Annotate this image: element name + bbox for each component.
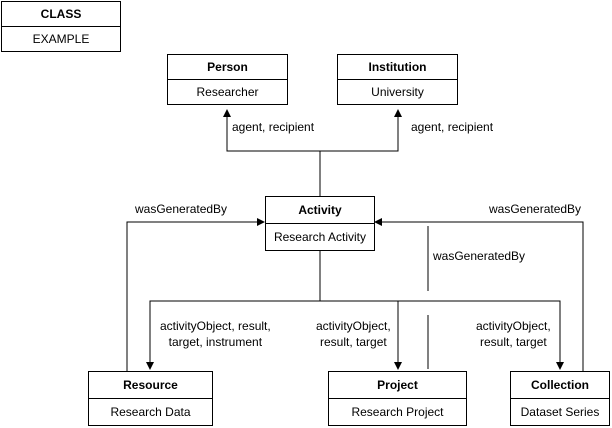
edge-to-person — [223, 109, 320, 152]
edge-label-collection-generated: wasGeneratedBy — [489, 202, 582, 216]
node-project-example: Research Project — [351, 404, 444, 419]
edge-label-collection-object-line1: activityObject, — [476, 319, 551, 333]
node-activity-class: Activity — [266, 197, 374, 224]
node-institution-class: Institution — [338, 55, 457, 80]
node-institution-example: University — [371, 84, 424, 99]
node-collection[interactable]: Collection Dataset Series — [510, 371, 610, 426]
edge-to-collection — [320, 300, 564, 370]
node-project-class: Project — [329, 372, 466, 399]
edge-to-institution — [320, 109, 402, 152]
edge-label-project-object-line2: result, target — [320, 335, 387, 349]
edge-label-resource-object-line1: activityObject, result, — [160, 319, 271, 333]
legend-example-label: EXAMPLE — [32, 31, 90, 46]
edge-label-project-object-line1: activityObject, — [316, 319, 391, 333]
node-activity-example: Research Activity — [273, 229, 367, 244]
node-resource[interactable]: Resource Research Data — [88, 371, 213, 426]
edge-label-institution: agent, recipient — [411, 120, 494, 134]
node-institution[interactable]: Institution University — [337, 54, 458, 105]
edge-label-collection-object-line2: result, target — [480, 335, 547, 349]
edge-label-person: agent, recipient — [232, 120, 315, 134]
node-activity[interactable]: Activity Research Activity — [265, 196, 375, 251]
edge-resource-generated — [126, 218, 265, 371]
legend-box: CLASS EXAMPLE — [1, 1, 121, 52]
edge-label-collection-object: activityObject, result, target — [476, 318, 551, 350]
node-person[interactable]: Person Researcher — [167, 54, 288, 105]
legend-class-label: CLASS — [2, 2, 120, 27]
node-collection-class: Collection — [511, 372, 609, 399]
node-resource-class: Resource — [89, 372, 212, 399]
edge-label-project-object: activityObject, result, target — [316, 318, 391, 350]
node-person-class: Person — [168, 55, 287, 80]
edge-to-resource — [146, 300, 320, 370]
edge-collection-generated — [374, 218, 584, 371]
edge-label-resource-object: activityObject, result, target, instrume… — [160, 318, 271, 350]
edge-label-resource-object-line2: target, instrument — [168, 335, 263, 349]
node-resource-example: Research Data — [110, 404, 191, 419]
node-person-example: Researcher — [196, 84, 259, 99]
edge-label-project-generated: wasGeneratedBy — [433, 248, 526, 264]
edge-label-resource-generated: wasGeneratedBy — [135, 202, 228, 216]
node-collection-example: Dataset Series — [520, 404, 600, 419]
node-project[interactable]: Project Research Project — [328, 371, 467, 426]
